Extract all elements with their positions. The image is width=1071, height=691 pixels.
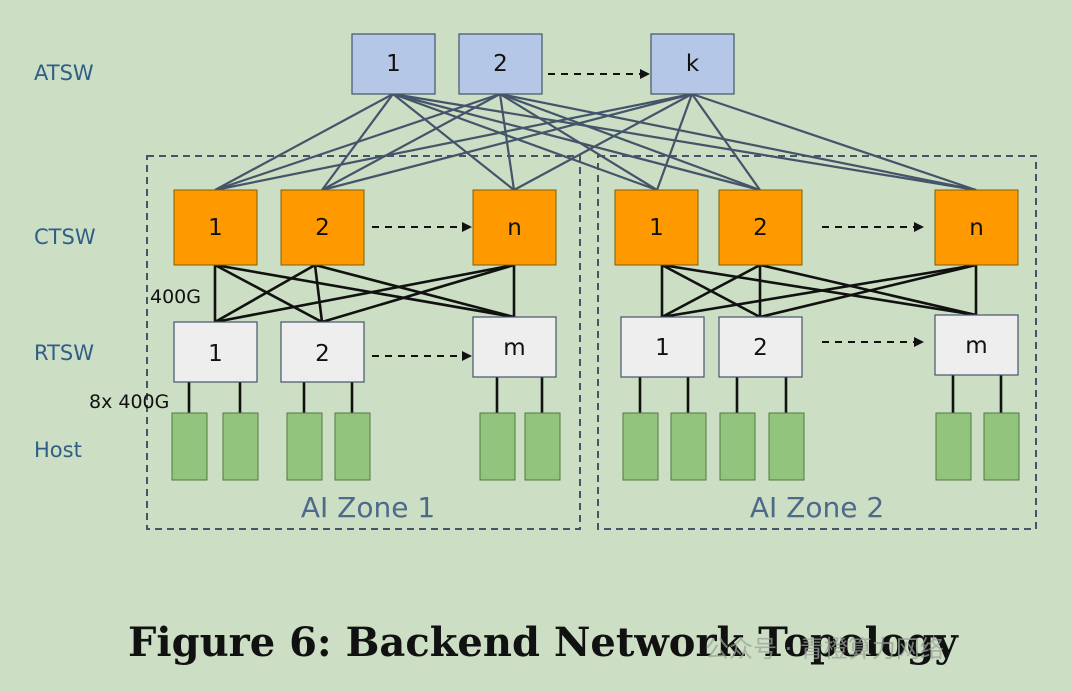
ctsw-node-label: 2 [315,215,330,241]
ctsw-rtsw-links [213,263,978,324]
atsw-ctsw-link [214,92,693,192]
figure-caption: Figure 6: Backend Network Topology [128,619,960,666]
atsw-ctsw-link [499,93,658,191]
host-node [935,412,972,481]
host-node [286,412,323,481]
tier-label-rtsw: RTSW [34,341,94,365]
rtsw-host-link-speed-label: 8x 400G [89,391,169,413]
ctsw-node-label: 1 [649,215,664,241]
ctsw-rtsw-link [321,263,515,324]
ctsw-rtsw-link [759,263,977,319]
rtsw-node-label: m [965,333,987,359]
tier-label-host: Host [34,438,82,462]
ctsw-rtsw-link [214,263,323,324]
host-node [334,412,371,481]
host-node [524,412,561,481]
ctsw-rtsw-link-speed-label: 400G [150,286,201,308]
atsw-ctsw-link [321,92,693,192]
rtsw-node-label: 2 [753,335,768,361]
host-node [983,412,1020,481]
host-node [222,412,259,481]
rtsw-node-label: 1 [655,335,670,361]
atsw-ctsw-link [499,92,977,192]
ctsw-rtsw-link [214,263,515,319]
host-nodes [171,412,1020,481]
rtsw-node-label: 2 [315,341,330,367]
ctsw-node-label: n [507,215,522,241]
ctsw-rtsw-link [314,263,515,319]
host-node [171,412,208,481]
ctsw-rtsw-link [214,263,515,324]
tier-label-ctsw: CTSW [34,225,96,249]
ctsw-rtsw-link [661,263,977,319]
ctsw-rtsw-link [214,263,316,324]
rtsw-node: m [934,314,1019,376]
rtsw-node: 2 [280,321,365,383]
atsw-node: 1 [351,33,436,95]
tier-label-atsw: ATSW [34,61,94,85]
host-node [670,412,707,481]
rtsw-node: m [472,316,557,378]
atsw-node-label: 2 [493,51,508,77]
atsw-ctsw-link [392,92,658,192]
atsw-ctsw-link [655,93,694,191]
ctsw-node: 1 [173,189,258,266]
ctsw-node-label: 2 [753,215,768,241]
ctsw-node-label: n [969,215,984,241]
rtsw-node-label: m [503,335,525,361]
atsw-ctsw-link [513,93,693,191]
ctsw-rtsw-link [313,264,324,323]
host-node [622,412,659,481]
rtsw-node: 2 [718,316,803,378]
atsw-ctsw-link [691,92,977,192]
rtsw-node-label: 1 [208,341,223,367]
atsw-node-label: k [686,51,700,77]
atsw-ctsw-link [321,93,501,191]
zone-2-label: AI Zone 2 [750,491,884,524]
ctsw-node: n [472,189,557,266]
host-node [479,412,516,481]
ctsw-node: 1 [614,189,699,266]
watermark-text: 公众号 · 青橙算力网络 [705,635,944,663]
ctsw-node-label: 1 [208,215,223,241]
atsw-ctsw-link [499,92,761,192]
atsw-ctsw-link [214,92,501,192]
zone-2-boundary [597,155,1037,530]
atsw-ctsw-link [691,93,761,191]
ctsw-node: 2 [718,189,803,266]
rtsw-host-links [187,375,1003,413]
rtsw-node: 1 [620,316,705,378]
atsw-ctsw-links [214,92,977,192]
host-node [719,412,756,481]
atsw-node: 2 [458,33,543,95]
atsw-node-label: 1 [386,51,401,77]
rtsw-node: 1 [173,321,258,383]
zone-1-label: AI Zone 1 [301,491,435,524]
atsw-ctsw-link [392,92,977,192]
atsw-ctsw-link [214,93,394,191]
ctsw-node: n [934,189,1019,266]
ctsw-node: 2 [280,189,365,266]
atsw-node: k [650,33,735,95]
host-node [768,412,805,481]
ctsw-rtsw-link [661,263,761,319]
zone-1-boundary [146,155,581,530]
